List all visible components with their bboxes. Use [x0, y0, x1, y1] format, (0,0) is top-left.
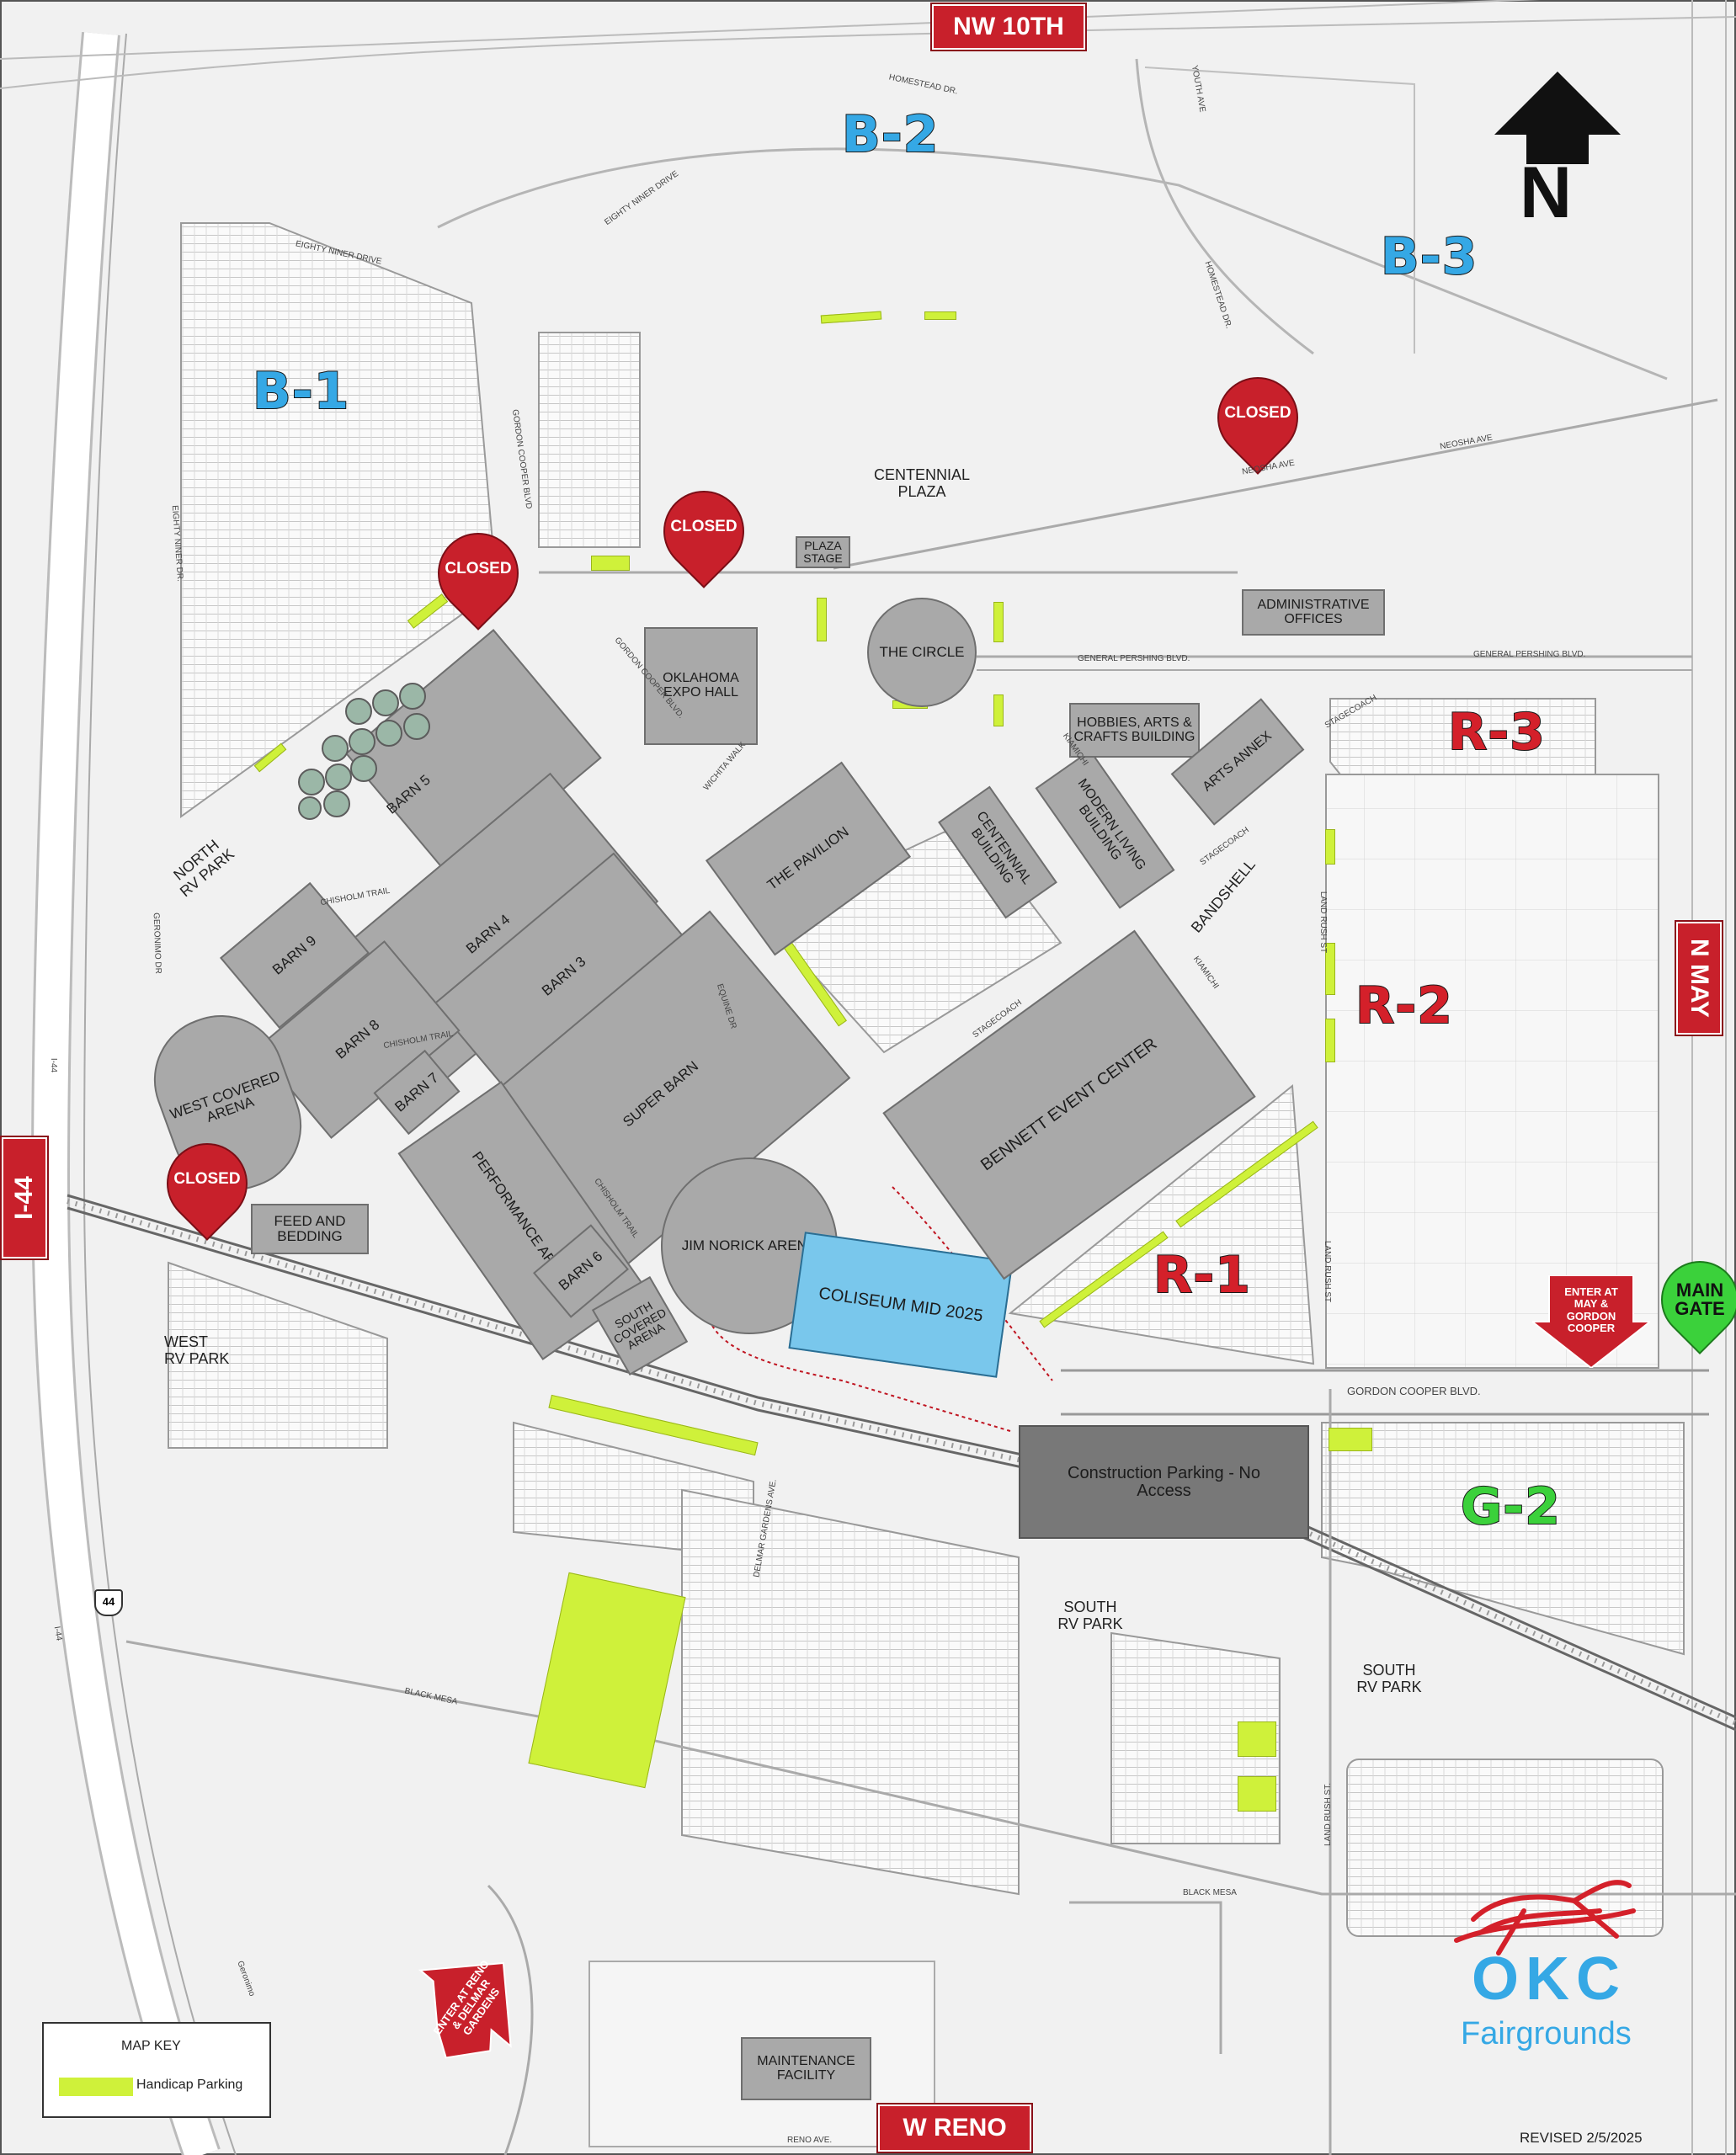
closed-marker: CLOSED [152, 1128, 263, 1239]
lot-south-rv-2 [1346, 1759, 1664, 1937]
handicap-spot [993, 694, 1004, 726]
sign-i44: I-44 [2, 1137, 47, 1258]
handicap-spot [1325, 943, 1335, 995]
street-label: I-44 [49, 1057, 59, 1073]
oklahoma-expo-hall: OKLAHOMA EXPO HALL [644, 627, 758, 745]
silos [298, 683, 430, 820]
handicap-spot [1329, 1428, 1372, 1451]
handicap-spot [924, 311, 956, 320]
lot-g2 [1321, 1422, 1685, 1656]
the-circle: THE CIRCLE [867, 598, 977, 707]
handicap-spot [817, 598, 827, 641]
revised-date: REVISED 2/5/2025 [1520, 2130, 1643, 2146]
street-label: LAND RUSH ST. [1323, 1782, 1334, 1847]
lot-south-main [681, 1488, 1020, 1896]
enter-may-label: ENTER AT MAY & GORDON COOPER [1564, 1285, 1618, 1334]
maintenance-facility: MAINTENANCE FACILITY [741, 2037, 871, 2100]
street-label: GENERAL PERSHING BLVD. [1078, 654, 1190, 663]
west-rv-park-label: WEST RV PARK [164, 1333, 230, 1367]
lot-west-rv [168, 1261, 388, 1449]
administrative-offices: ADMINISTRATIVE OFFICES [1242, 589, 1385, 636]
lot-b1 [180, 222, 498, 818]
street-label: GORDON COOPER BLVD. [1347, 1385, 1481, 1397]
street-label: BLACK MESA [1183, 1888, 1237, 1897]
handicap-spot [1325, 1019, 1335, 1062]
horse-logo-icon [1454, 1880, 1636, 1955]
hobbies-arts-crafts-building: HOBBIES, ARTS & CRAFTS BUILDING [1069, 703, 1200, 758]
handicap-spot [591, 556, 630, 571]
handicap-swatch [59, 2078, 133, 2096]
sign-nw-10th: NW 10TH [932, 4, 1085, 50]
handicap-spot [1238, 1721, 1276, 1757]
street-label: RENO AVE. [787, 2136, 833, 2145]
sign-n-may: N MAY [1676, 922, 1722, 1035]
construction-parking: Construction Parking - No Access [1019, 1425, 1309, 1539]
sign-w-reno: W RENO [878, 2104, 1031, 2152]
zone-g2: G-2 [1460, 1477, 1561, 1537]
zone-r2: R-2 [1355, 976, 1453, 1036]
closed-marker: CLOSED [1202, 362, 1313, 473]
main-gate-label: MAIN GATE [1675, 1280, 1725, 1319]
zone-r1: R-1 [1153, 1245, 1251, 1306]
lot-plaza [538, 332, 641, 548]
closed-marker: CLOSED [648, 476, 759, 587]
north-arrow-icon [1494, 72, 1621, 164]
north-label: N [1520, 152, 1573, 233]
highway-shield-icon: 44 [94, 1589, 123, 1616]
street-label: GENERAL PERSHING BLVD. [1473, 650, 1586, 659]
logo-okc: OKC [1472, 1945, 1627, 2013]
logo-fairgrounds: Fairgrounds [1461, 2016, 1632, 2051]
map-key-title: MAP KEY [121, 2039, 181, 2053]
railway [67, 1194, 1736, 1719]
handicap-spot [1238, 1776, 1276, 1812]
handicap-spot [1325, 829, 1335, 865]
zone-r3: R-3 [1447, 702, 1546, 763]
handicap-spot [993, 602, 1004, 642]
enter-arrow-icon [418, 1961, 512, 2059]
map-key-handicap: Handicap Parking [136, 2078, 243, 2092]
main-gate-marker: MAIN GATE [1647, 1247, 1736, 1355]
map-key: MAP KEY Handicap Parking [42, 2022, 271, 2118]
centennial-plaza-label: CENTENNIAL PLAZA [873, 466, 971, 500]
zone-b1: B-1 [252, 361, 350, 422]
enter-arrow-icon [1532, 1275, 1650, 1368]
street-label: LAND RUSH ST [1318, 891, 1329, 954]
south-rv-park-label: SOUTH RV PARK [1356, 1662, 1422, 1695]
south-rv-park-label: SOUTH RV PARK [1057, 1599, 1123, 1632]
lot-r2 [1325, 774, 1659, 1369]
zone-b3: B-3 [1380, 226, 1478, 287]
closed-marker: CLOSED [423, 518, 534, 629]
feed-and-bedding: FEED AND BEDDING [251, 1204, 369, 1254]
plaza-stage: PLAZA STAGE [796, 536, 850, 568]
street-label: LAND RUSH ST [1323, 1240, 1333, 1303]
zone-b2: B-2 [841, 104, 940, 165]
